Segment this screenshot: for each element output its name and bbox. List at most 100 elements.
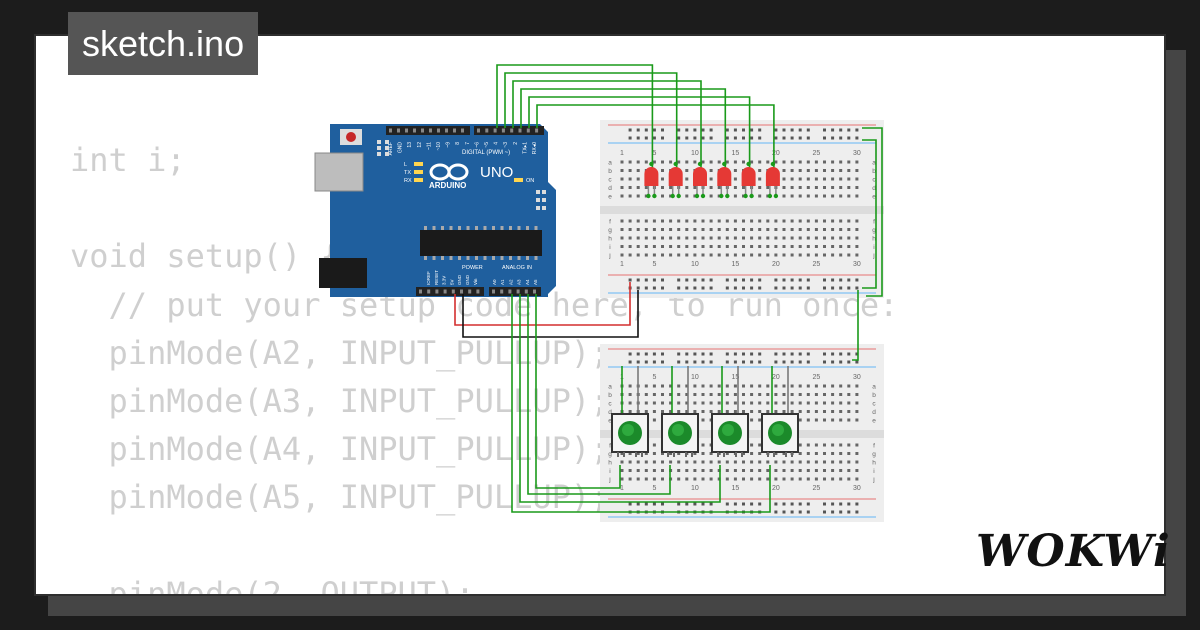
breadboard-hole [750,393,754,396]
breadboard-hole [847,245,851,248]
column-number: 15 [732,150,740,157]
breadboard-hole [725,410,729,413]
breadboard-hole [669,401,673,405]
breadboard-hole [701,228,705,231]
breadboard-hole [774,236,778,240]
power-pin-label: 5V [449,279,454,285]
breadboard-hole [782,245,786,248]
breadboard-hole [693,253,697,257]
breadboard-hole [733,169,737,172]
rail-hole [758,286,762,290]
rail-hole [661,502,664,506]
breadboard-hole [685,228,689,231]
rail-hole [774,136,778,140]
breadboard-hole [685,410,689,413]
breadboard-hole [782,169,786,172]
rail-hole [823,286,826,290]
breadboard-hole [839,236,843,240]
breadboard-hole [750,443,754,447]
pushbutton [661,413,699,457]
breadboard-hole [798,384,802,388]
breadboard-hole [766,401,770,405]
breadboard-hole [685,219,689,223]
breadboard-hole [774,160,778,164]
rail-hole [758,278,762,282]
breadboard-hole [823,219,826,223]
breadboard-hole [669,410,673,413]
rail-hole [725,128,729,132]
breadboard-hole [798,245,802,248]
breadboard-hole [855,169,859,172]
rail-hole [750,360,754,364]
rail-hole [685,136,689,140]
rail-hole [782,352,786,356]
breadboard-hole [644,477,648,481]
breadboard-hole [855,236,859,240]
breadboard-hole [823,460,826,464]
rail-hole [790,278,794,282]
breadboard-hole [847,186,851,189]
digital-pin-label: ~9 [446,142,452,148]
breadboard-hole [701,401,705,405]
breadboard-hole [661,477,664,481]
breadboard-hole [717,160,721,164]
breadboard-hole [774,410,778,413]
led-pin-dot [725,193,730,199]
breadboard-hole [677,401,681,405]
power-pin-label: 3.3V [442,276,447,285]
breadboard-hole [790,460,794,464]
rail-hole [677,278,681,282]
digital-pin-label: ~5 [484,142,490,148]
breadboard-hole [831,245,835,248]
breadboard-hole [725,236,729,240]
row-letter: a [872,384,876,391]
breadboard-hole [855,418,859,422]
rail-hole [725,502,729,506]
pushbutton-highlight [672,424,684,436]
breadboard-hole [823,186,826,189]
breadboard-hole [742,245,745,248]
breadboard-hole [831,219,835,223]
led-pin-dot [719,193,724,199]
breadboard-hole [733,460,737,464]
led [644,161,659,199]
breadboard-hole [733,219,737,223]
row-letter: e [608,194,612,201]
board-led [414,162,423,166]
digital-pin-label: ~11 [426,142,432,150]
rail-hole [661,360,664,364]
rail-hole [782,278,786,282]
breadboard-hole [628,253,632,257]
chip-pin [526,226,529,230]
pushbutton-highlight [622,424,634,436]
breadboard-hole [652,228,656,231]
breadboard-hole [798,186,802,189]
rail-hole [742,278,745,282]
breadboard-hole [661,469,664,472]
breadboard-hole [758,469,762,472]
breadboard-hole [709,384,713,388]
breadboard-hole [831,418,835,422]
breadboard-hole [652,236,656,240]
row-letter: j [872,477,874,484]
breadboard-hole [847,160,851,164]
breadboard-hole [685,169,689,172]
column-number: 30 [853,150,861,157]
breadboard-hole [790,186,794,189]
led-pin-dot [652,193,657,199]
icsp-pin [377,146,381,150]
digital-pin-label: RX◂0 [532,142,538,154]
breadboard-hole [782,177,786,181]
rail-hole [693,360,697,364]
breadboard-hole [628,469,632,472]
rail-hole [839,352,843,356]
rail-hole [685,286,689,290]
breadboard-hole [628,236,632,240]
breadboard-hole [814,469,818,472]
led-pin-dot [676,193,681,199]
power-label: POWER [462,265,483,271]
breadboard-hole [782,384,786,388]
breadboard-hole [733,177,737,181]
power-pin-label: GND [465,274,470,285]
digital-to-led-wire [528,96,751,168]
